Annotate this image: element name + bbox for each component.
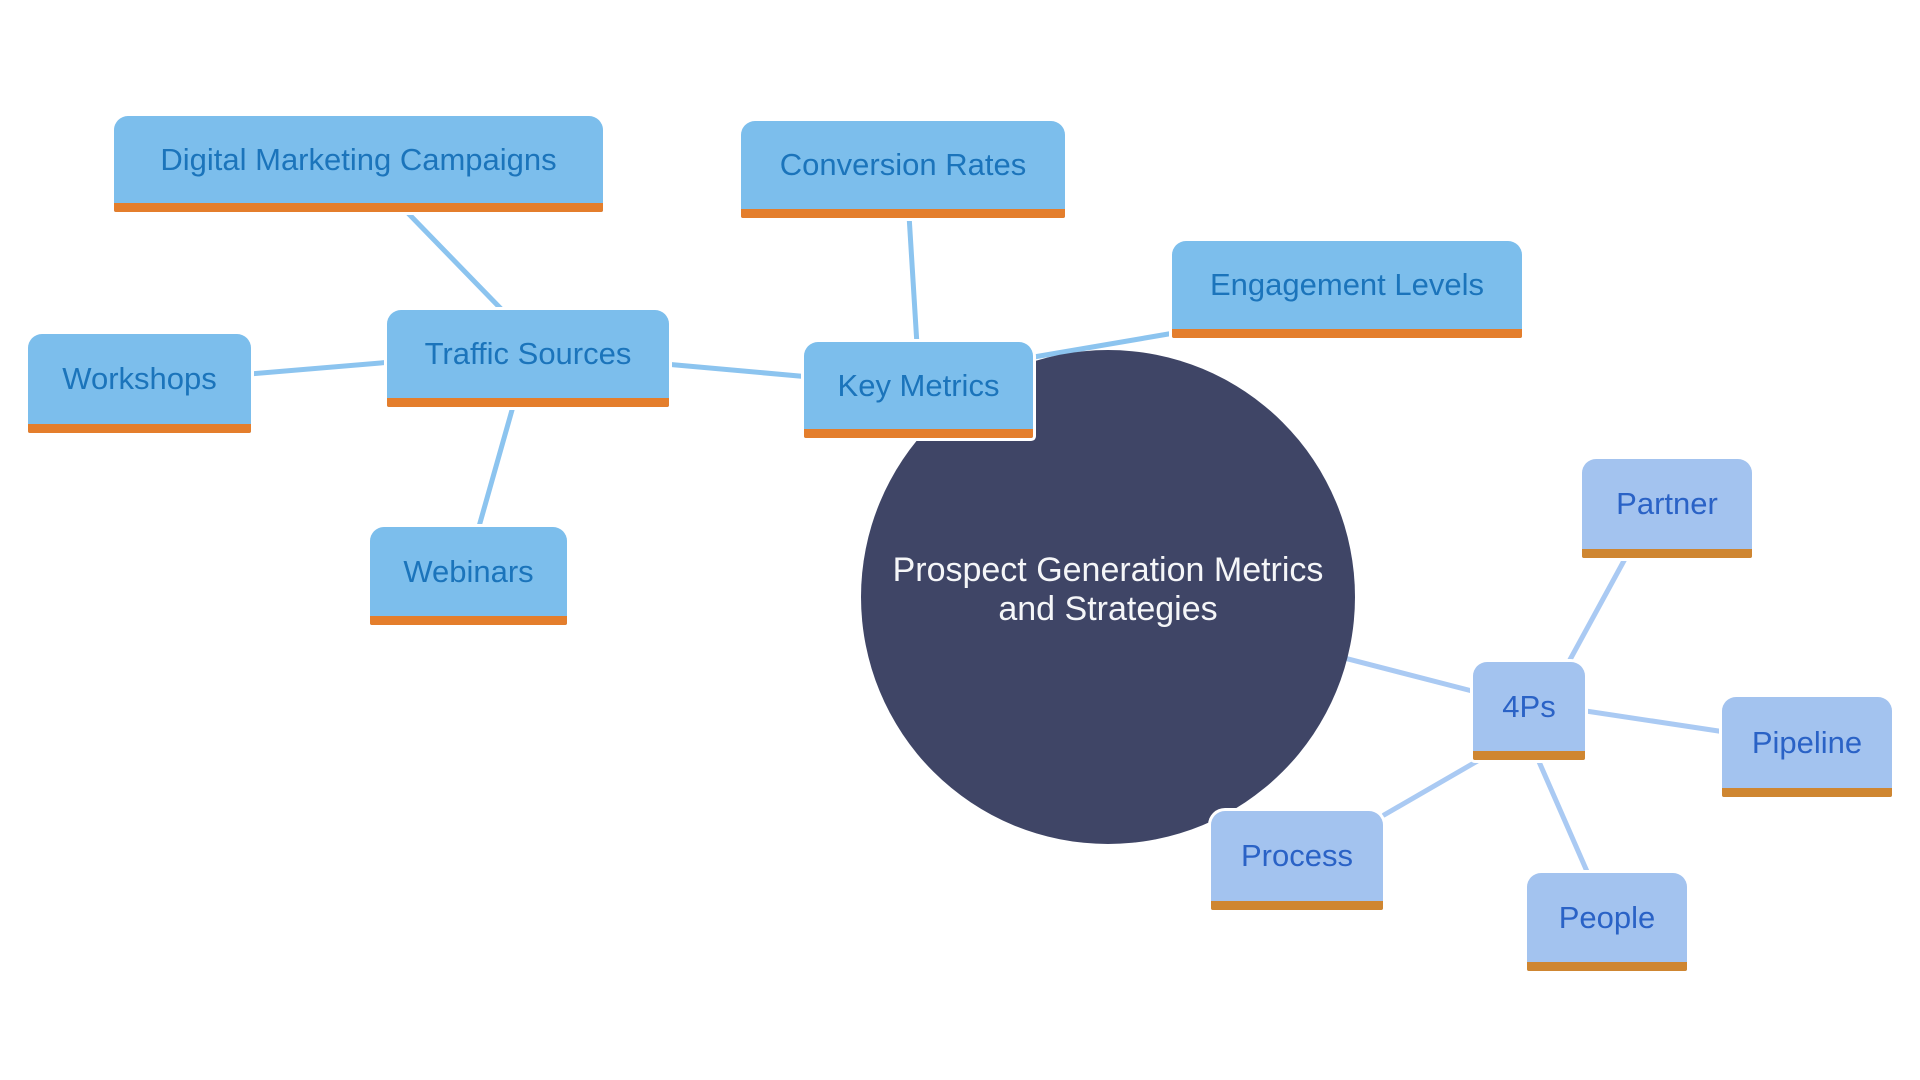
node-traffic-sources-accent-bar	[387, 398, 669, 407]
root-label-line1: Prospect Generation Metrics	[892, 551, 1324, 589]
node-engagement-levels-label: Engagement Levels	[1209, 267, 1485, 302]
node-conversion-rates: Conversion Rates	[741, 121, 1065, 218]
node-workshops: Workshops	[28, 334, 251, 433]
root-label-line2: and Strategies	[998, 590, 1218, 628]
node-partner-label: Partner	[1616, 486, 1718, 521]
node-4ps: 4Ps	[1473, 662, 1585, 760]
node-4ps-label: 4Ps	[1502, 688, 1556, 724]
node-digital-marketing-campaigns-label: Digital Marketing Campaigns	[160, 141, 557, 177]
edge-conversion-rates-to-key-metrics	[906, 212, 920, 348]
node-workshops-label: Workshops	[62, 361, 217, 396]
node-pipeline: Pipeline	[1722, 697, 1892, 797]
node-partner-accent-bar	[1582, 549, 1752, 558]
node-people: People	[1527, 873, 1687, 971]
node-traffic-sources-label: Traffic Sources	[424, 336, 632, 371]
edge-digital-marketing-to-traffic-sources	[401, 206, 510, 318]
node-process: Process	[1211, 811, 1383, 910]
edge-traffic-sources-to-key-metrics	[662, 361, 813, 380]
node-people-label: People	[1558, 899, 1656, 935]
edge-4ps-to-pipeline	[1563, 705, 1728, 735]
edge-key-metrics-to-engagement-levels	[1025, 329, 1183, 361]
edge-4ps-to-people	[1530, 745, 1592, 879]
node-engagement-levels-accent-bar	[1172, 329, 1522, 338]
edge-traffic-sources-to-webinars	[475, 400, 517, 533]
node-pipeline-label: Pipeline	[1751, 724, 1863, 760]
node-process-label: Process	[1241, 838, 1353, 873]
node-key-metrics-label: Key Metrics	[837, 367, 1000, 403]
root-circle	[861, 350, 1355, 844]
node-partner: Partner	[1582, 459, 1752, 558]
node-conversion-rates-accent-bar	[741, 209, 1065, 218]
node-key-metrics-accent-bar	[804, 429, 1033, 438]
edge-workshops-to-traffic-sources	[246, 359, 395, 377]
node-traffic-sources: Traffic Sources	[387, 310, 669, 407]
node-digital-marketing-campaigns-accent-bar	[114, 203, 603, 212]
edge-partner-to-4ps	[1557, 554, 1629, 681]
node-conversion-rates-label: Conversion Rates	[779, 147, 1027, 182]
node-people-accent-bar	[1527, 962, 1687, 971]
node-webinars-label: Webinars	[403, 553, 534, 589]
node-4ps-accent-bar	[1473, 751, 1585, 760]
node-pipeline-accent-bar	[1722, 788, 1892, 797]
node-digital-marketing-campaigns: Digital Marketing Campaigns	[114, 116, 603, 212]
node-key-metrics: Key Metrics	[804, 342, 1033, 438]
node-webinars: Webinars	[370, 527, 567, 625]
node-webinars-accent-bar	[370, 616, 567, 625]
node-engagement-levels: Engagement Levels	[1172, 241, 1522, 338]
node-process-accent-bar	[1211, 901, 1383, 910]
node-workshops-accent-bar	[28, 424, 251, 433]
root-label: Prospect Generation Metrics and Strategi…	[858, 551, 1358, 629]
